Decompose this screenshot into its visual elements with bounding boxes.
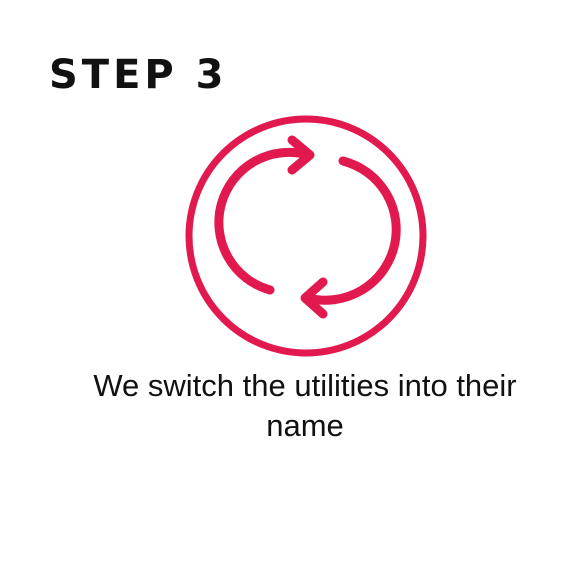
arrowhead-top — [287, 135, 315, 175]
arrowhead-bottom — [300, 277, 328, 319]
step-caption: We switch the utilities into their name — [93, 368, 517, 443]
cycle-arrow-top — [214, 147, 313, 295]
step-title: STEP 3 — [49, 52, 228, 98]
refresh-cycle-icon — [180, 110, 432, 362]
outer-ring — [185, 115, 427, 357]
cycle-arrow-bottom — [303, 156, 401, 305]
